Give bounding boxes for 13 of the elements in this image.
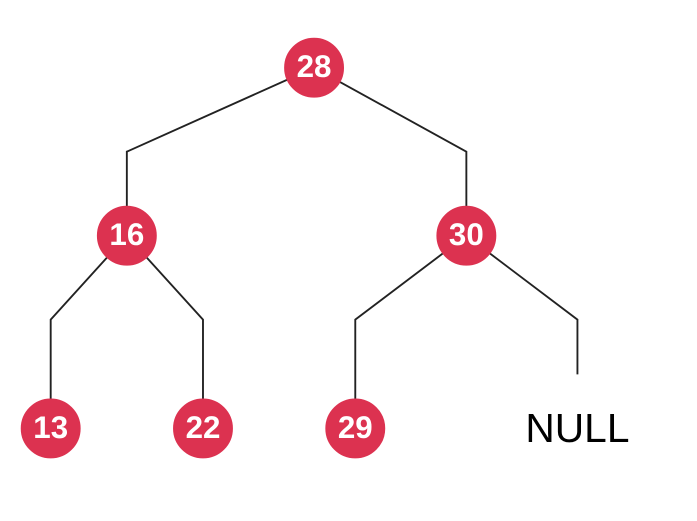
node-circle: 13 — [20, 398, 80, 458]
node-circle: 30 — [436, 206, 496, 266]
connector — [488, 252, 578, 374]
node-circle: 28 — [284, 38, 344, 98]
connector — [338, 80, 467, 206]
node-circle: 29 — [324, 398, 385, 458]
node-circle: 22 — [172, 398, 232, 458]
connector — [354, 252, 444, 400]
connector — [125, 78, 288, 206]
node-circle: 16 — [96, 206, 156, 266]
connector — [145, 256, 204, 400]
node-text: NULL — [524, 404, 629, 452]
connector — [49, 256, 108, 400]
